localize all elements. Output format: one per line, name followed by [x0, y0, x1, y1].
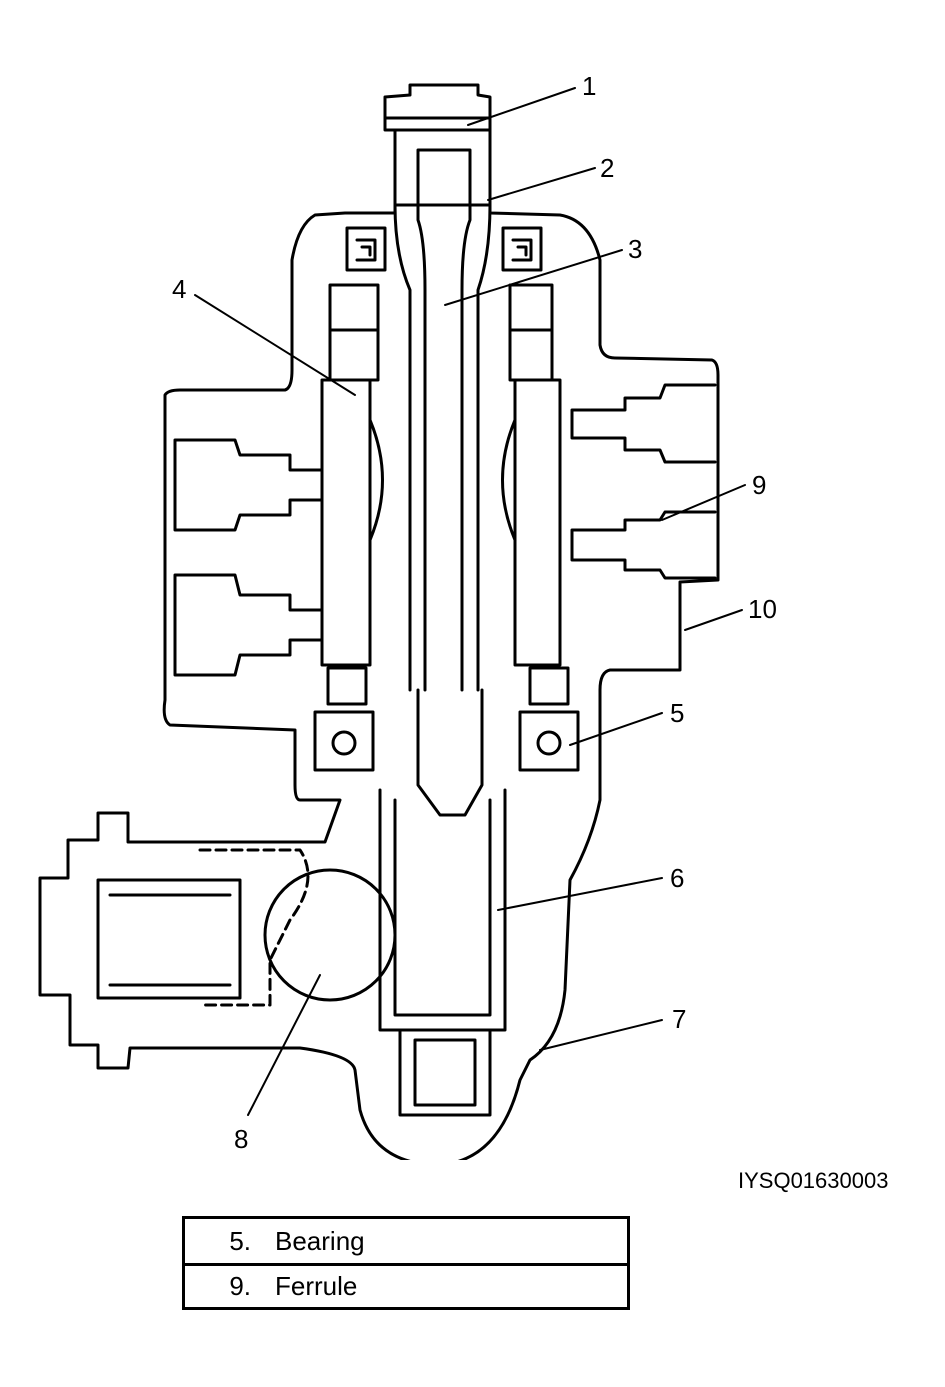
legend-name: Bearing [275, 1225, 365, 1256]
callout-10: 10 [748, 594, 777, 624]
right-upper-seal [501, 226, 543, 272]
left-lower-port [173, 573, 324, 677]
left-upper-seal-lip [355, 238, 377, 262]
left-bore [328, 283, 380, 382]
right-upper-seal-lip [511, 238, 533, 262]
side-cylinder-dash [198, 848, 310, 1007]
right-lower-seal [528, 666, 570, 706]
valve-cross-section-drawing: 1 2 3 4 5 6 7 8 9 10 [38, 71, 777, 1160]
leader-3 [444, 249, 623, 306]
lower-shaft [378, 788, 507, 1032]
leader-8 [247, 974, 321, 1116]
callout-8: 8 [234, 1124, 248, 1154]
legend-number: 9. [229, 1271, 251, 1301]
leader-10 [684, 609, 743, 631]
leader-9 [661, 484, 746, 521]
spool-tip [416, 688, 484, 817]
lower-plug [398, 1028, 492, 1117]
legend-name: Ferrule [275, 1271, 358, 1301]
leader-5 [569, 712, 663, 746]
left-upper-port [173, 438, 324, 532]
right-bearing [518, 710, 580, 772]
callout-6: 6 [670, 863, 684, 893]
figure-id: IYSQ01630003 [738, 1168, 889, 1193]
left-bearing [313, 710, 375, 772]
callout-7: 7 [672, 1004, 686, 1034]
ball [263, 868, 397, 1002]
leader-7 [539, 1019, 663, 1051]
leader-1 [467, 87, 576, 126]
callout-4: 4 [172, 274, 186, 304]
spool [416, 148, 472, 692]
right-lower-port [570, 510, 717, 580]
callout-2: 2 [600, 153, 614, 183]
callout-9: 9 [752, 470, 766, 500]
side-cylinder [96, 878, 242, 1000]
callout-1: 1 [582, 71, 596, 101]
housing-outline [38, 203, 720, 1160]
callout-3: 3 [628, 234, 642, 264]
spool-land-left [368, 418, 384, 542]
right-upper-port [570, 383, 717, 464]
legend-row: 9. Ferrule [185, 1263, 627, 1307]
port-sleeve-right [513, 378, 562, 667]
legend-row: 5. Bearing [185, 1219, 627, 1263]
left-lower-seal [326, 666, 368, 706]
leader-6 [497, 877, 663, 911]
callout-5: 5 [670, 698, 684, 728]
left-bearing-ball [331, 730, 357, 756]
legend-number: 5. [229, 1225, 251, 1256]
leader-2 [487, 167, 596, 201]
parts-legend-table: 5. Bearing 9. Ferrule [182, 1216, 630, 1310]
left-upper-seal [345, 226, 387, 272]
leader-4 [194, 294, 356, 396]
lower-shaft-inner [393, 798, 492, 1017]
spool-land-right [501, 418, 517, 542]
right-bore [508, 283, 554, 382]
right-bearing-ball [536, 730, 562, 756]
sleeve [393, 128, 492, 692]
port-sleeve-left [320, 378, 372, 667]
